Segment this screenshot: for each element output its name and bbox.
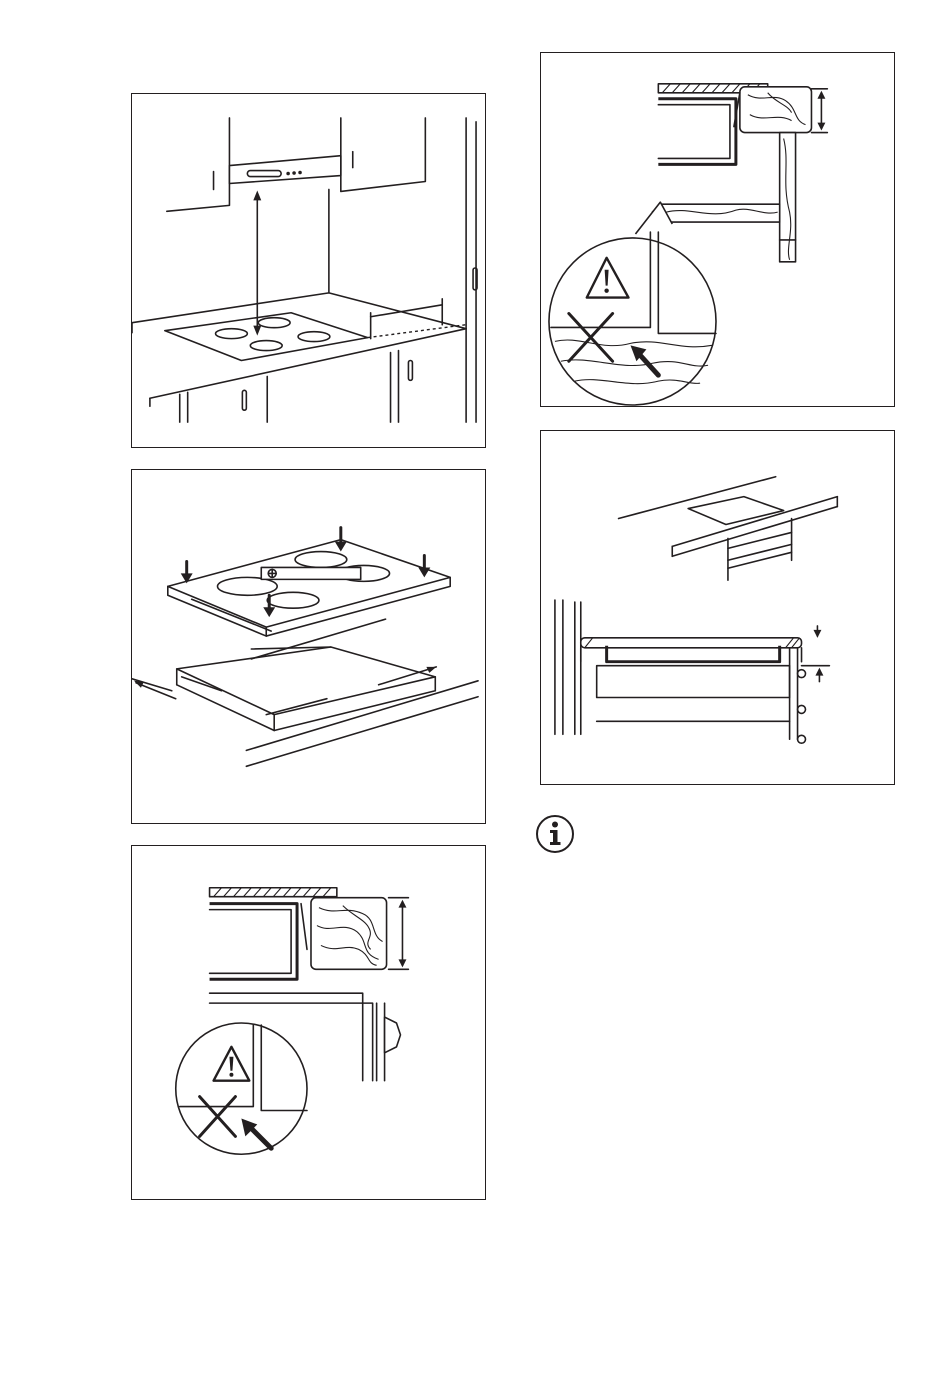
cross-section-warning-illustration-2	[541, 53, 894, 406]
figure-hob-installation	[131, 469, 486, 824]
figure-cross-section-warning-2	[540, 52, 895, 407]
flush-mount-illustration	[541, 431, 894, 784]
figure-flush-mounting	[540, 430, 895, 785]
info-icon	[535, 814, 575, 854]
cross-section-warning-illustration	[132, 846, 485, 1199]
figure-hood-distance	[131, 93, 486, 448]
figure-cross-section-warning	[131, 845, 486, 1200]
hob-installation-illustration	[132, 470, 485, 823]
cooker-hood-illustration	[132, 94, 485, 447]
